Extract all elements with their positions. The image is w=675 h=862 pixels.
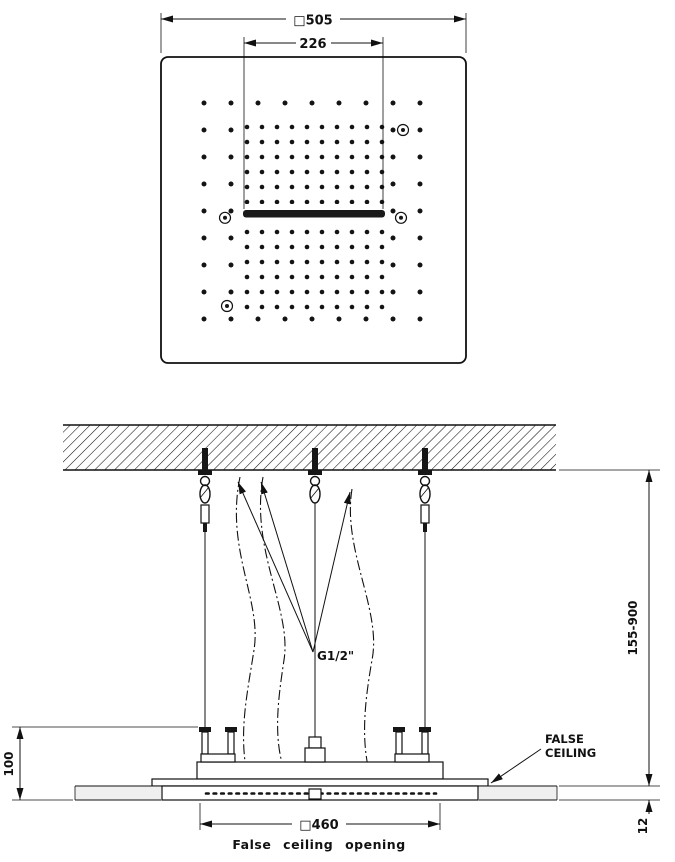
flexible-hose [349,488,375,779]
dimension-505: □505 [160,11,467,53]
center-detail [308,788,322,800]
opening-caption: False ceiling opening [232,837,405,852]
section-view: G1/2" [2,424,660,852]
dimension-460: □460 False ceiling opening [199,803,441,852]
top-view [160,56,467,364]
dimension-12-label: 12 [636,818,650,835]
structural-ceiling [63,424,556,471]
dimension-155-900: 155-900 [559,469,660,787]
false-ceiling-label-line1: FALSE [545,732,584,746]
false-ceiling-left [75,786,161,800]
dimension-155-900-label: 155-900 [626,600,640,655]
false-ceiling-label-line2: CEILING [545,746,596,760]
mounting-bracket-right [393,727,431,763]
mounting-bracket-left [199,727,237,763]
false-ceiling-right [479,786,557,800]
dimension-12: 12 [559,799,660,835]
dimension-505-label: □505 [293,14,332,29]
dimension-226: 226 [243,35,384,209]
light-bar [243,210,385,218]
flexible-hose [259,476,288,779]
flexible-hose [235,476,256,779]
dimension-226-label: 226 [299,37,326,52]
mounting-frame [151,778,489,787]
suspension-hanger-right [418,448,432,727]
fixing-screw [394,211,408,224]
connection-size-label: G1/2" [317,649,354,663]
connection-callout: G1/2" [237,481,354,663]
suspension-hanger-center [308,448,322,737]
fixing-screw [220,299,234,313]
fixing-screw [218,211,232,224]
shower-housing [196,727,444,780]
dimension-100: 100 [2,726,198,801]
dimension-460-label: □460 [299,818,338,833]
fixing-screw [396,123,410,137]
dimension-100-label: 100 [2,751,16,776]
false-ceiling-assembly [74,778,558,801]
suspension-hanger-left [198,448,212,727]
water-inlet-fitting [304,736,326,763]
false-ceiling-callout: FALSE CEILING [490,732,596,784]
